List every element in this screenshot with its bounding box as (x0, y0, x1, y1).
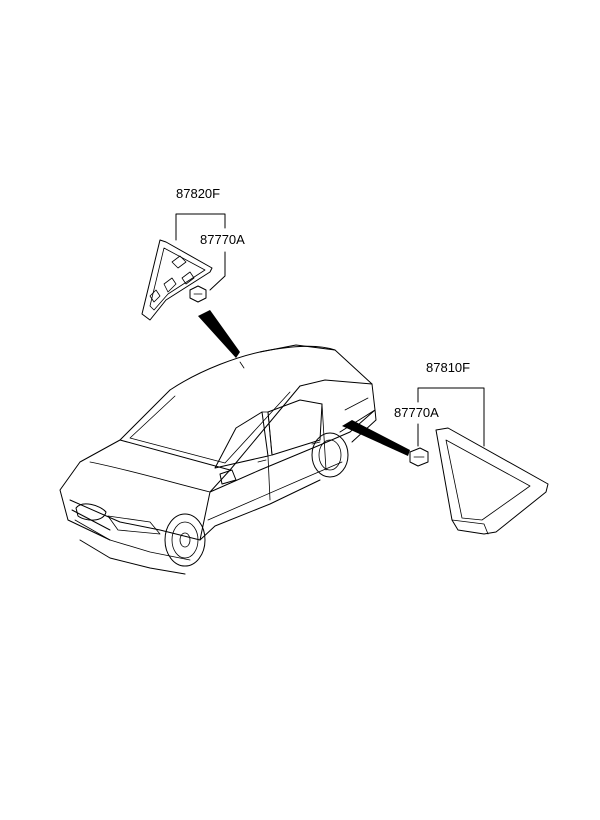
part-87820F-garnish (141, 239, 213, 321)
car-illustration (59, 344, 377, 575)
arrow-lower (342, 420, 410, 456)
leader-87810F (417, 387, 485, 447)
leader-87770A-upper (209, 251, 226, 291)
part-87810F-quarter-glass (435, 427, 549, 535)
part-87770A-lower-clip (409, 447, 429, 467)
part-number-87770A-upper: 87770A (200, 232, 245, 247)
part-87770A-upper-clip (189, 285, 207, 303)
part-number-87770A-lower: 87770A (394, 405, 439, 420)
part-number-87810F: 87810F (426, 360, 471, 375)
leader-87820F (175, 213, 226, 241)
part-number-87820F: 87820F (176, 186, 221, 201)
arrow-upper (198, 310, 240, 358)
